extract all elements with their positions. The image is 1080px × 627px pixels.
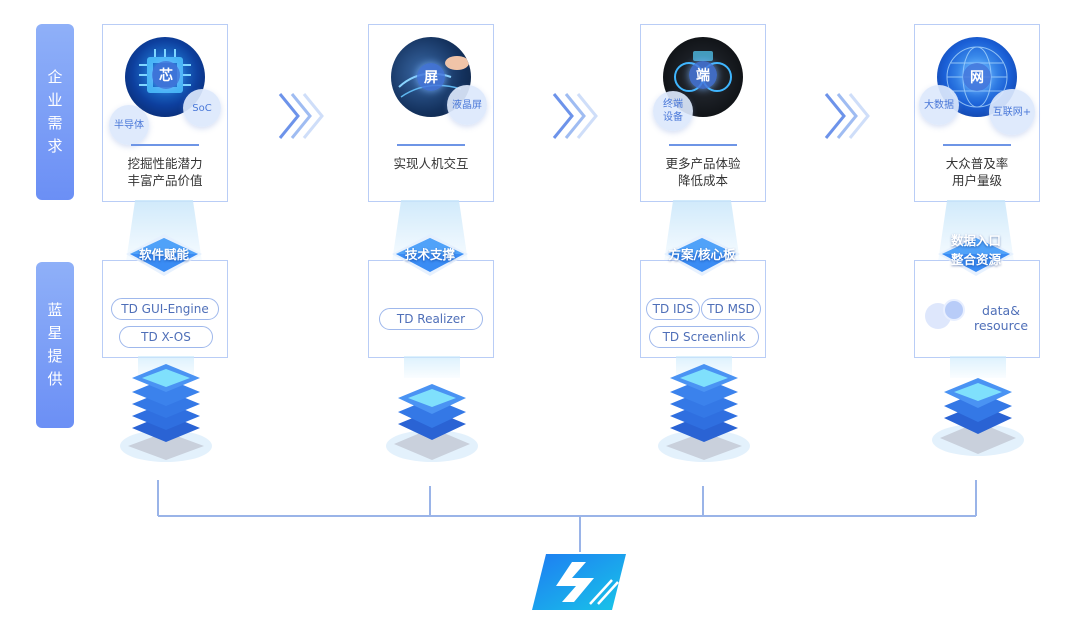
badge: 软件赋能 bbox=[124, 232, 204, 278]
divider bbox=[669, 144, 737, 146]
badge: 方案/核心板 bbox=[662, 232, 742, 278]
data-bubble-small bbox=[943, 299, 965, 321]
demand-card: 屏 液晶屏 实现人机交互 bbox=[368, 24, 494, 202]
brand-logo-icon bbox=[532, 554, 626, 610]
bubble-big-data: 大数据 bbox=[919, 85, 959, 125]
pill-td-msd: TD MSD bbox=[701, 298, 761, 320]
screen-char: 屏 bbox=[417, 63, 445, 91]
server-stack-icon bbox=[658, 364, 750, 462]
network-char: 网 bbox=[963, 63, 991, 91]
pill-td-x-os: TD X-OS bbox=[119, 326, 213, 348]
bubble-terminal-device: 终端 设备 bbox=[653, 91, 693, 131]
supply-card: TD IDS TD MSD TD Screenlink bbox=[640, 260, 766, 358]
pill-td-ids: TD IDS bbox=[646, 298, 700, 320]
demand-card: 端 终端 设备 更多产品体验 降低成本 bbox=[640, 24, 766, 202]
divider bbox=[943, 144, 1011, 146]
server-stack-icon bbox=[386, 384, 478, 462]
badge: 数据入口 整合资源 bbox=[936, 232, 1016, 278]
column-network: 网 大数据 互联网+ 大众普及率 用户量级 data& resource 数据入… bbox=[914, 0, 1042, 627]
bubble-semiconductor: 半导体 bbox=[109, 105, 149, 145]
chip-char: 芯 bbox=[152, 61, 180, 89]
pill-td-gui-engine: TD GUI-Engine bbox=[111, 298, 219, 320]
supply-card: TD GUI-Engine TD X-OS bbox=[102, 260, 228, 358]
server-beam bbox=[950, 356, 1006, 378]
divider bbox=[131, 144, 199, 146]
server-beam bbox=[404, 356, 460, 378]
server-stack-icon bbox=[120, 364, 212, 462]
data-resource-text: data& resource bbox=[973, 303, 1029, 333]
bubble-lcd: 液晶屏 bbox=[447, 85, 487, 125]
supply-card: TD Realizer bbox=[368, 260, 494, 358]
demand-text: 实现人机交互 bbox=[393, 156, 469, 171]
terminal-char: 端 bbox=[689, 61, 717, 89]
demand-text: 更多产品体验 降低成本 bbox=[665, 156, 741, 188]
demand-text: 大众普及率 用户量级 bbox=[945, 156, 1009, 188]
chevron-right-icon bbox=[824, 93, 870, 139]
badge: 技术支撑 bbox=[390, 232, 470, 278]
pill-td-screenlink: TD Screenlink bbox=[649, 326, 759, 348]
supply-card: data& resource bbox=[914, 260, 1040, 358]
column-terminal: 端 终端 设备 更多产品体验 降低成本 TD IDS TD MSD TD Scr… bbox=[640, 0, 768, 627]
chevron-right-icon bbox=[552, 93, 598, 139]
demand-card: 网 大数据 互联网+ 大众普及率 用户量级 bbox=[914, 24, 1040, 202]
bubble-internet-plus: 互联网+ bbox=[989, 89, 1035, 135]
column-chip: 芯 半导体 SoC 挖掘性能潜力 丰富产品价值 TD GUI-Engine TD… bbox=[102, 0, 230, 627]
pill-td-realizer: TD Realizer bbox=[379, 308, 483, 330]
side-label-supply: 蓝 星 提 供 bbox=[36, 262, 74, 428]
server-stack-icon bbox=[932, 378, 1024, 456]
demand-text: 挖掘性能潜力 丰富产品价值 bbox=[127, 156, 203, 188]
bubble-soc: SoC bbox=[183, 89, 221, 127]
demand-card: 芯 半导体 SoC 挖掘性能潜力 丰富产品价值 bbox=[102, 24, 228, 202]
divider bbox=[397, 144, 465, 146]
chevron-right-icon bbox=[278, 93, 324, 139]
column-screen: 屏 液晶屏 实现人机交互 TD Realizer 技术支撑 bbox=[368, 0, 496, 627]
side-label-demand: 企 业 需 求 bbox=[36, 24, 74, 200]
